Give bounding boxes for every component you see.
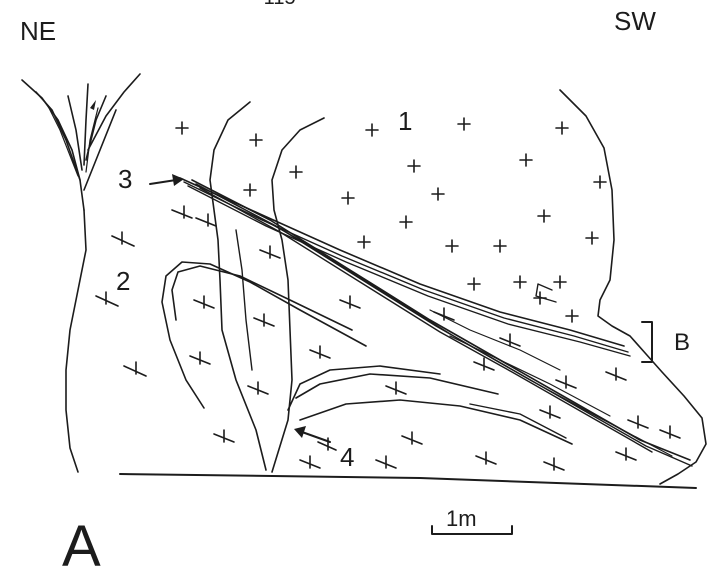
top-cut-text: ~115 ~ [252,0,313,9]
orientation-sw-label: SW [614,6,656,36]
unit-2-label: 2 [116,266,130,296]
fold-line-lower [470,404,566,438]
unit-2-4-foliation-pattern [96,206,680,470]
outcrop-right-boundary [560,90,706,484]
ground-line [120,474,696,488]
shear-band-unit-3 [180,178,692,466]
fold-line-outer [162,262,366,408]
orientation-ne-label: NE [20,16,56,46]
unit-3-arrow [150,174,184,186]
unit-1-label: 1 [398,106,412,136]
panel-letter: A [62,514,101,570]
unit-4-label: 4 [340,442,354,472]
outcrop-left-boundary [66,210,86,472]
bracket-b-label: B [674,329,690,356]
fold-line-lower [296,374,498,398]
unit-4-arrow [294,426,330,442]
fold-line-lower [300,400,572,444]
unit-3-label: 3 [118,164,132,194]
fracture-line [236,230,252,370]
outcrop-notch [536,284,556,302]
unit-1-cross-pattern [176,118,606,322]
scale-bar-label: 1m [446,506,477,531]
